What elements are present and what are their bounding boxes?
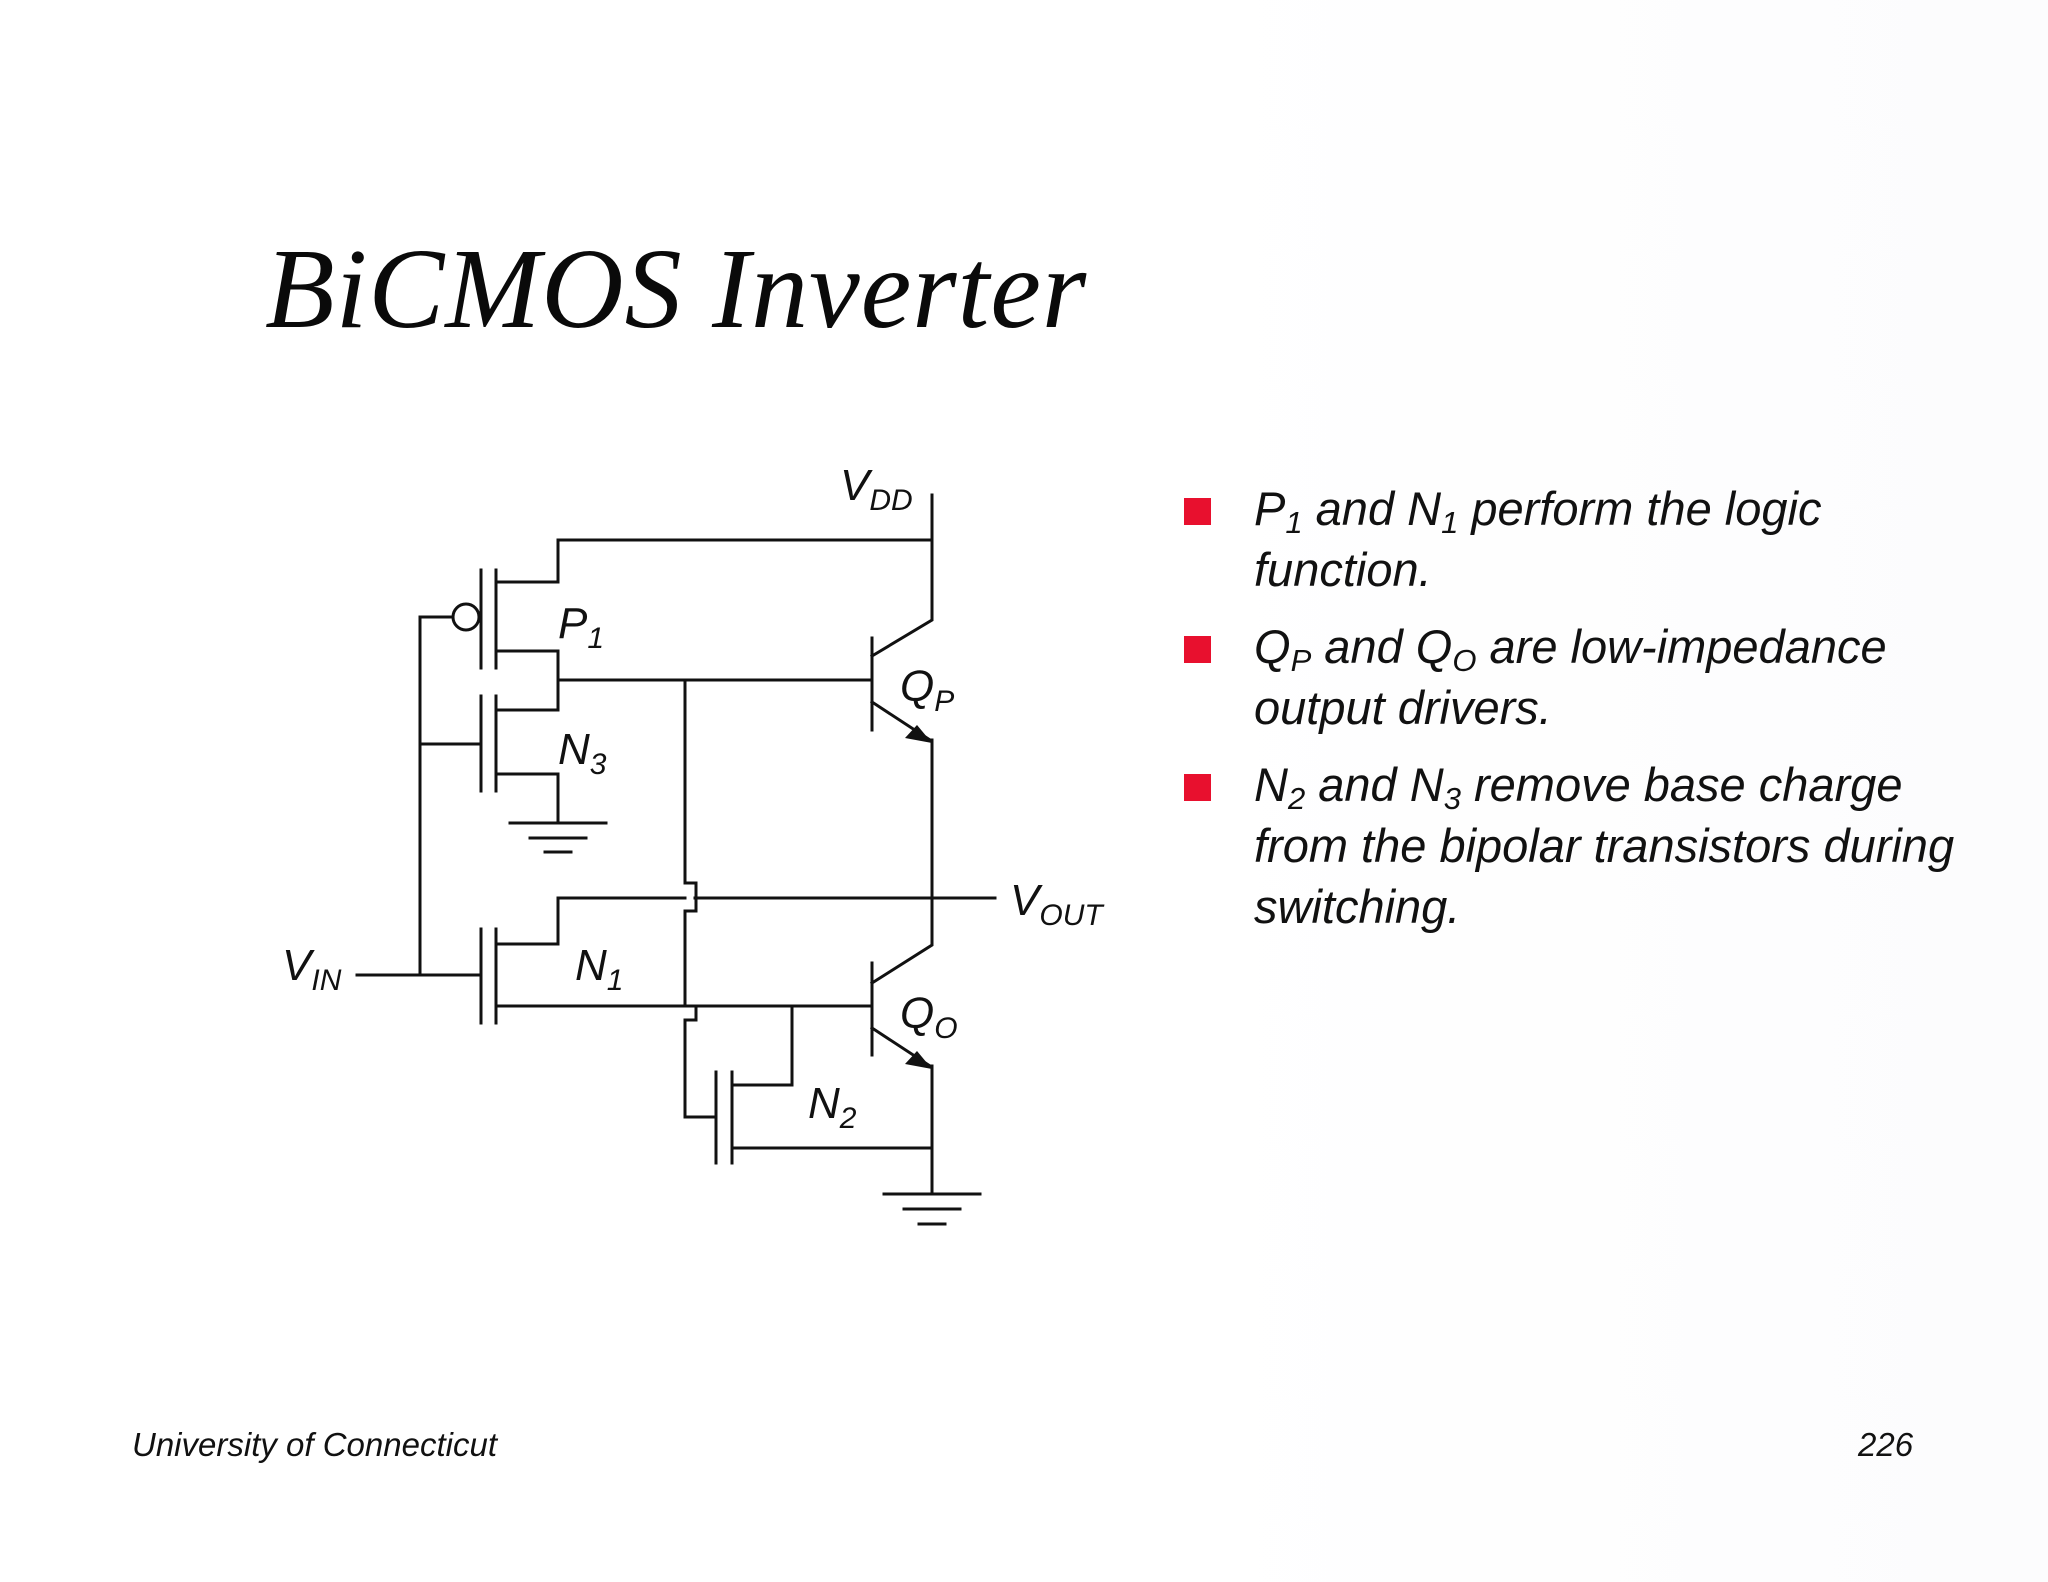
bus-hop-1 xyxy=(683,881,698,1008)
n1-transistor xyxy=(355,896,687,1025)
p1-transistor xyxy=(477,538,687,682)
qp-label: QP xyxy=(900,662,954,718)
n3-transistor xyxy=(418,678,560,825)
bullet-text: QP and QO are low-impedance output drive… xyxy=(1254,620,1887,734)
qo-base-bus xyxy=(683,1004,874,1119)
bullet-item: P1 and N1 perform the logic function. xyxy=(1180,478,2000,600)
n1-label: N1 xyxy=(575,941,623,997)
bullet-text: N2 and N3 remove base charge from the bi… xyxy=(1254,758,1955,933)
n3-label: N3 xyxy=(558,725,607,781)
footer-page-number: 226 xyxy=(1858,1426,1914,1463)
qo-label: QO xyxy=(900,989,958,1045)
output-ground xyxy=(882,1146,982,1226)
qo-transistor xyxy=(869,941,934,1196)
qp-emitter-arrow xyxy=(905,725,932,743)
p1-gate-bubble xyxy=(451,602,481,632)
vout-label: VOUT xyxy=(1010,876,1105,932)
bullet-square-icon xyxy=(1184,636,1211,663)
bullet-text: P1 and N1 perform the logic function. xyxy=(1254,482,1822,596)
bullet-item: QP and QO are low-impedance output drive… xyxy=(1180,616,2000,738)
vin-label: VIN xyxy=(282,941,342,997)
n3-ground xyxy=(508,821,608,854)
qp-base-bus xyxy=(683,678,874,885)
qo-emitter-arrow xyxy=(905,1051,932,1069)
slide-title: BiCMOS Inverter xyxy=(265,225,1088,352)
slide-background-panel xyxy=(1185,0,2048,1582)
vdd-label: VDD xyxy=(840,461,913,517)
footer-institution: University of Connecticut xyxy=(132,1426,497,1463)
input-gate-bus xyxy=(418,615,455,977)
n2-transistor xyxy=(714,1070,934,1165)
bullet-square-icon xyxy=(1184,774,1211,801)
bullet-square-icon xyxy=(1184,498,1211,525)
vdd-rail xyxy=(556,493,934,542)
bullet-list: P1 and N1 perform the logic function. QP … xyxy=(1180,478,2000,953)
p1-label: P1 xyxy=(558,599,604,655)
qp-transistor xyxy=(869,538,934,945)
n2-label: N2 xyxy=(808,1079,857,1135)
bullet-item: N2 and N3 remove base charge from the bi… xyxy=(1180,754,2000,937)
